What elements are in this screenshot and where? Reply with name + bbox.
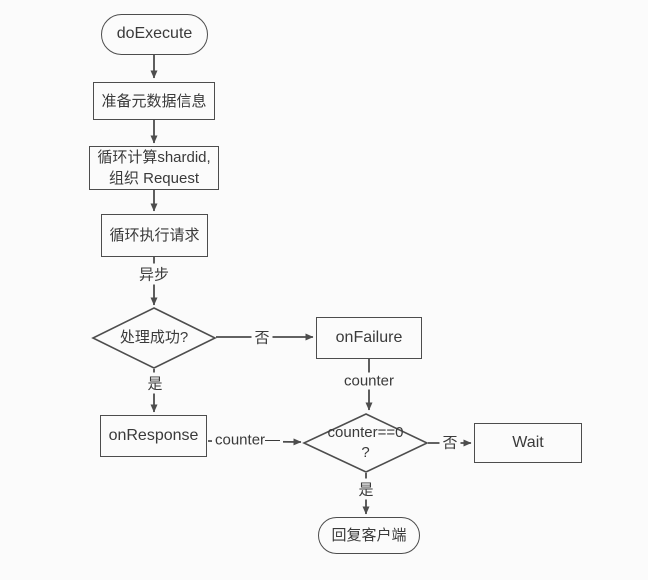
- onfailure-box: onFailure: [316, 317, 422, 359]
- wait-box: Wait: [474, 423, 582, 463]
- success-decision-diamond: 处理成功?: [93, 308, 215, 368]
- counter-decision-line1: counter==0: [327, 423, 404, 441]
- counter-decision-diamond: counter==0 ?: [304, 414, 427, 472]
- compute-shardid-line1: 循环计算shardid,: [97, 149, 211, 166]
- onfailure-label: onFailure: [335, 328, 403, 346]
- counter-decision-line2: ?: [361, 444, 370, 461]
- edge-label-async: 异步: [135, 263, 173, 285]
- edge-label-no-failure: 否: [251, 326, 273, 348]
- success-decision-shape: [91, 307, 217, 369]
- start-node: doExecute: [101, 14, 208, 55]
- start-node-label: doExecute: [116, 25, 193, 43]
- reply-client-label: 回复客户端: [331, 527, 407, 544]
- prepare-metadata-label: 准备元数据信息: [101, 92, 207, 110]
- onresponse-label: onResponse: [108, 426, 199, 444]
- edge-label-no-wait: 否: [439, 431, 461, 453]
- compute-shardid-line2: 组织 Request: [108, 170, 200, 187]
- counter-decision-shape: [302, 413, 429, 473]
- prepare-metadata-box: 准备元数据信息: [93, 82, 215, 120]
- onresponse-box: onResponse: [100, 415, 207, 457]
- reply-client-node: 回复客户端: [318, 517, 420, 554]
- execute-requests-box: 循环执行请求: [101, 214, 208, 257]
- edge-label-counter-failure: counter: [340, 372, 398, 390]
- compute-shardid-box: 循环计算shardid, 组织 Request: [89, 146, 219, 190]
- edge-label-counter-response: counter—: [212, 431, 284, 449]
- edge-label-yes-reply: 是: [355, 478, 377, 500]
- wait-label: Wait: [512, 433, 544, 451]
- success-decision-label: 处理成功?: [119, 328, 189, 346]
- edge-label-yes-response: 是: [144, 372, 166, 394]
- execute-requests-label: 循环执行请求: [109, 227, 200, 244]
